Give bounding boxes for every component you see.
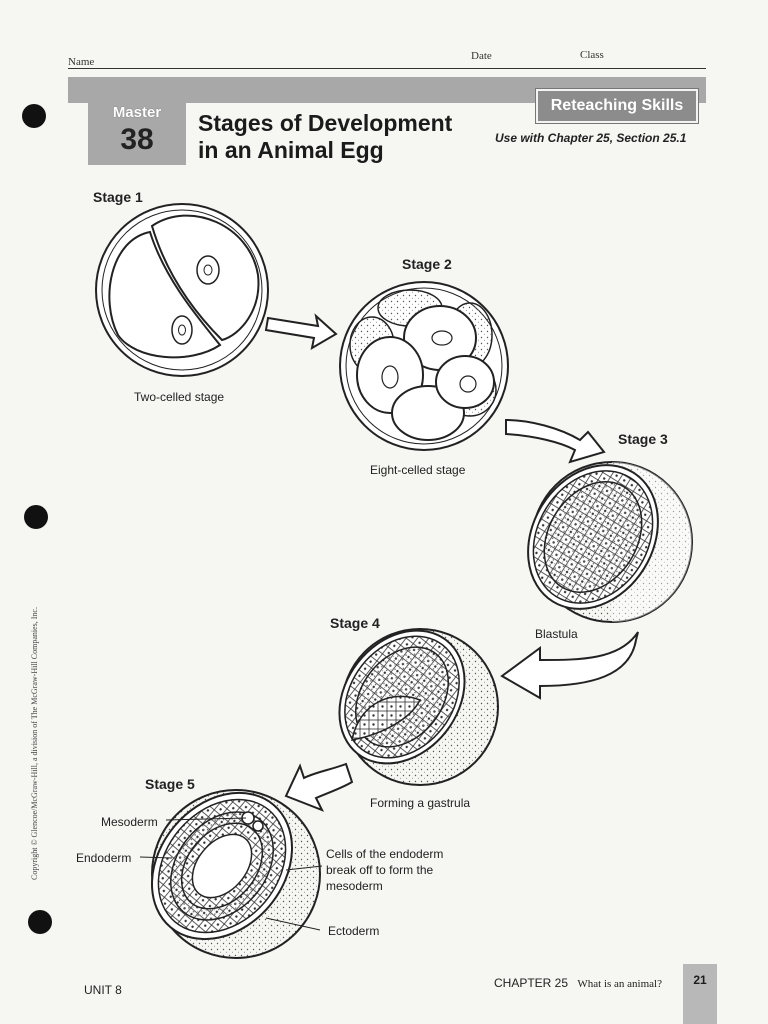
master-label: Master <box>112 104 162 121</box>
stage-2-egg <box>339 281 509 451</box>
class-label: Class <box>580 49 604 61</box>
page-number-box <box>683 964 717 1024</box>
binder-hole <box>28 910 52 934</box>
stage-1-egg <box>95 203 269 377</box>
cells-note-leader <box>285 865 323 871</box>
arrow-3 <box>500 631 639 700</box>
use-with-note: Use with Chapter 25, Section 25.1 <box>495 131 687 145</box>
stage-3-blastula <box>527 461 693 623</box>
chapter-title: What is an animal? <box>577 978 662 990</box>
stage-2-label: Stage 2 <box>402 256 452 272</box>
stage-3-label: Stage 3 <box>618 431 668 447</box>
stage-1-label: Stage 1 <box>93 189 143 205</box>
master-number: 38 <box>120 123 154 156</box>
mesoderm-label: Mesoderm <box>101 815 158 829</box>
title-line-1: Stages of Development <box>198 110 453 136</box>
chapter-label: CHAPTER 25 <box>494 976 569 990</box>
page-title: Stages of Development in an Animal Egg <box>198 110 452 164</box>
master-tab <box>88 103 186 165</box>
chapter-footer: CHAPTER 25 What is an animal? <box>494 976 662 990</box>
endoderm-note: Cells of the endoderm break off to form … <box>326 847 444 893</box>
gastrula-caption: Forming a gastrula <box>370 796 471 810</box>
binder-hole <box>22 104 46 128</box>
reteaching-skills-badge: Reteaching Skills <box>536 89 698 123</box>
endoderm-label: Endoderm <box>76 851 132 865</box>
title-line-2: in an Animal Egg <box>198 137 384 163</box>
copyright-notice: Copyright © Glencoe/McGraw-Hill, a divis… <box>30 607 39 880</box>
blastula-caption: Blastula <box>535 627 578 641</box>
endoderm-leader <box>139 856 173 859</box>
header-rule <box>68 68 706 69</box>
arrow-4 <box>284 762 354 812</box>
page-number: 21 <box>693 973 707 987</box>
ectoderm-leader <box>265 917 321 931</box>
name-label: Name <box>68 56 95 68</box>
unit-label: UNIT 8 <box>84 983 122 997</box>
stage-4-label: Stage 4 <box>330 615 380 631</box>
binder-hole <box>24 505 48 529</box>
eight-celled-caption: Eight-celled stage <box>370 463 466 477</box>
mesoderm-leader <box>165 817 247 821</box>
date-label: Date <box>471 50 492 62</box>
arrow-2 <box>505 418 606 464</box>
stage-5-label: Stage 5 <box>145 776 195 792</box>
stage-5-embryo <box>150 789 321 959</box>
two-celled-caption: Two-celled stage <box>134 390 225 404</box>
ectoderm-label: Ectoderm <box>328 924 380 938</box>
arrow-1 <box>264 313 338 350</box>
stage-4-gastrula <box>338 628 499 786</box>
